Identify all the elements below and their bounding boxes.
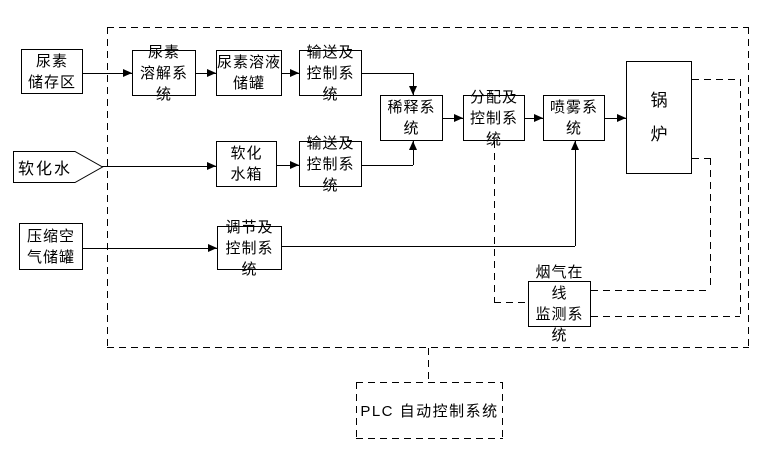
node-urea-storage-label: 尿素 储存区	[27, 52, 76, 91]
node-dilution-system: 稀释系统	[380, 95, 443, 141]
node-transport-control-2-label: 输送及 控制系统	[306, 134, 355, 194]
connector-watertank-to-transport2	[277, 165, 299, 166]
connector-regulation-out-h	[282, 246, 575, 247]
connector-transport1-to-dilution-v	[413, 73, 414, 95]
signal-boiler-upper-out-h	[692, 79, 740, 80]
connector-compressedair-to-regulation	[83, 248, 217, 249]
signal-boiler-lower-out-h	[692, 158, 710, 159]
node-distribution-control: 分配及 控制系统	[463, 89, 525, 148]
node-urea-storage: 尿素 储存区	[21, 49, 83, 94]
node-boiler-label: 锅 炉	[650, 90, 668, 144]
arrowhead-into-dilution-top	[409, 86, 417, 95]
signal-distribution-to-monitor-v	[494, 141, 495, 302]
connector-softwater-to-watertank	[102, 166, 216, 167]
arrowhead-into-boiler	[617, 114, 626, 122]
node-urea-solution-tank: 尿素溶液 储罐	[216, 50, 282, 96]
node-boiler: 锅 炉	[626, 61, 692, 174]
node-spray-system-label: 喷雾系统	[549, 99, 598, 137]
node-distribution-control-label: 分配及 控制系统	[469, 88, 518, 148]
node-transport-control-2: 输送及 控制系统	[299, 135, 362, 194]
arrowhead-into-distribution	[454, 114, 463, 122]
connector-dissolving-to-tank	[196, 73, 216, 74]
node-plc-control-system-label: PLC 自动控制系统	[360, 403, 499, 420]
connector-transport2-to-dilution-v	[413, 141, 414, 165]
node-flue-gas-monitor-label: 烟气在线 监测系统	[535, 264, 584, 344]
node-regulation-control: 调节及 控制系统	[217, 219, 282, 278]
node-urea-dissolving-label: 尿素 溶解系统	[139, 43, 188, 103]
node-softened-water-label: 软化水	[17, 161, 72, 178]
pentagon-shape-icon	[13, 151, 104, 183]
node-softened-water-tank: 软化 水箱	[216, 141, 277, 187]
node-dilution-system-label: 稀释系统	[387, 99, 436, 137]
arrowhead-into-spray-bottom	[571, 141, 579, 150]
connector-regulation-to-spray-v	[575, 141, 576, 246]
node-spray-system: 喷雾系统	[543, 95, 605, 141]
signal-boiler-lower-v	[710, 158, 711, 290]
signal-border-to-plc	[428, 348, 429, 382]
connector-ureastorage-to-dissolving	[83, 73, 132, 74]
node-softened-water: 软化水	[13, 151, 105, 183]
node-flue-gas-monitor: 烟气在线 监测系统	[528, 264, 591, 344]
connector-transport2-out-h	[362, 165, 413, 166]
arrowhead-into-dissolving	[123, 69, 132, 77]
node-plc-control-system: PLC 自动控制系统	[356, 382, 503, 439]
node-transport-control-1: 输送及 控制系统	[299, 44, 362, 103]
node-compressed-air-tank: 压缩空 气储罐	[19, 223, 83, 270]
node-regulation-control-label: 调节及 控制系统	[225, 218, 274, 278]
node-transport-control-1-label: 输送及 控制系统	[306, 43, 355, 103]
signal-monitor-lower-h	[591, 316, 740, 317]
arrowhead-into-ureatank	[207, 69, 216, 77]
arrowhead-into-transport1	[290, 69, 299, 77]
arrowhead-into-watertank	[207, 162, 216, 170]
node-urea-solution-tank-label: 尿素溶液 储罐	[217, 54, 282, 92]
signal-monitor-upper-h	[591, 290, 710, 291]
arrowhead-into-dilution-bottom	[409, 141, 417, 150]
node-compressed-air-tank-label: 压缩空 气储罐	[26, 227, 75, 266]
connector-spray-to-boiler	[605, 118, 626, 119]
arrowhead-into-spray	[534, 114, 543, 122]
connector-dilution-to-distribution	[443, 118, 463, 119]
signal-boiler-upper-v	[740, 79, 741, 316]
arrowhead-into-regulation	[208, 244, 217, 252]
connector-transport1-out-h	[362, 73, 413, 74]
signal-distribution-to-monitor-h	[494, 302, 528, 303]
arrowhead-into-transport2	[290, 161, 299, 169]
node-urea-dissolving-system: 尿素 溶解系统	[132, 44, 196, 103]
node-softened-water-tank-label: 软化 水箱	[230, 145, 263, 183]
